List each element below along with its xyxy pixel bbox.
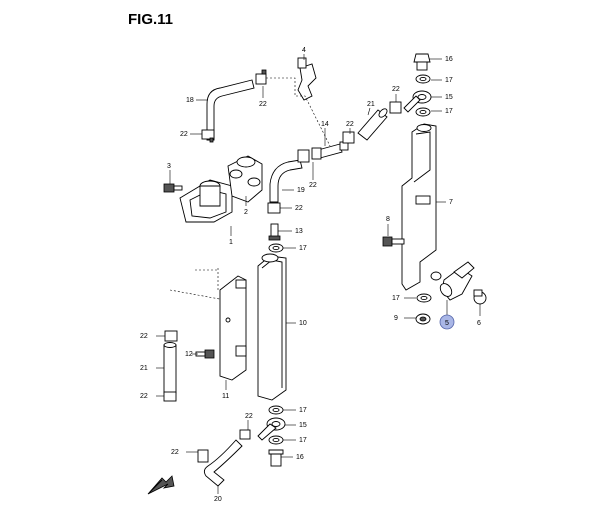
callout-8[interactable]: 8 — [386, 216, 390, 223]
callout-17-f[interactable]: 17 — [392, 295, 400, 302]
part-22-clamp-d[interactable] — [342, 131, 355, 144]
callout-22-f[interactable]: 22 — [295, 205, 303, 212]
callout-22-g[interactable]: 22 — [140, 333, 148, 340]
callout-9[interactable]: 9 — [394, 315, 398, 322]
part-16-bolt-lower[interactable] — [268, 449, 284, 467]
part-5-injector[interactable] — [438, 261, 475, 301]
callout-1[interactable]: 1 — [229, 239, 233, 246]
part-3-bolt[interactable] — [163, 183, 183, 193]
part-22-clamp-i[interactable] — [163, 391, 177, 402]
part-22-clamp-j[interactable] — [197, 449, 209, 463]
part-17-washer-e[interactable] — [415, 107, 431, 117]
part-21-hose-upper[interactable] — [357, 107, 389, 141]
part-15-banjo-upper[interactable] — [403, 90, 432, 113]
callout-15-a[interactable]: 15 — [445, 94, 453, 101]
callout-6[interactable]: 6 — [477, 320, 481, 327]
callout-17-a[interactable]: 17 — [445, 77, 453, 84]
callout-20[interactable]: 20 — [214, 496, 222, 503]
part-17-washer-d[interactable] — [415, 74, 431, 84]
callout-21-b[interactable]: 21 — [140, 365, 148, 372]
front-arrow-icon — [147, 475, 175, 495]
part-7-fuel-rail[interactable] — [401, 123, 437, 291]
part-4-fitting[interactable] — [297, 57, 317, 101]
part-17-washer-a[interactable] — [268, 243, 284, 253]
figure-title: FIG.11 — [128, 11, 173, 28]
part-22-clamp-f[interactable] — [297, 149, 310, 163]
callout-labels: 18 22 22 4 14 22 22 21 22 16 17 15 17 7 … — [140, 47, 481, 503]
part-22-clamp-g[interactable] — [267, 202, 281, 214]
callout-22-e[interactable]: 22 — [392, 86, 400, 93]
callout-16-b[interactable]: 16 — [296, 454, 304, 461]
callout-22-i[interactable]: 22 — [245, 413, 253, 420]
callout-14[interactable]: 14 — [321, 121, 329, 128]
callout-17-b[interactable]: 17 — [445, 108, 453, 115]
callout-7[interactable]: 7 — [449, 199, 453, 206]
part-15-banjo-lower[interactable] — [257, 417, 286, 441]
callout-22-b[interactable]: 22 — [259, 101, 267, 108]
part-20-hose[interactable] — [203, 439, 243, 487]
callout-5-highlight — [439, 314, 455, 330]
part-11-bracket[interactable] — [219, 275, 247, 381]
callout-4[interactable]: 4 — [302, 47, 306, 54]
callout-16-a[interactable]: 16 — [445, 56, 453, 63]
part-8-bolt[interactable] — [382, 236, 405, 247]
leader-lines — [156, 54, 481, 494]
callout-17-d[interactable]: 17 — [299, 407, 307, 414]
callout-10[interactable]: 10 — [299, 320, 307, 327]
part-14-fitting[interactable] — [317, 141, 349, 159]
part-17-washer-b[interactable] — [268, 405, 284, 415]
callout-12[interactable]: 12 — [185, 351, 193, 358]
part-22-clamp-a[interactable] — [255, 69, 267, 85]
part-22-clamp-b[interactable] — [201, 129, 215, 143]
part-12-bolt[interactable] — [195, 349, 215, 359]
routing-line-top — [266, 77, 331, 147]
callout-19[interactable]: 19 — [297, 187, 305, 194]
part-17-washer-c[interactable] — [268, 435, 284, 445]
callout-21-a[interactable]: 21 — [367, 101, 375, 108]
part-1-throttle-body[interactable] — [179, 179, 233, 223]
part-6-cap[interactable] — [473, 289, 487, 305]
callout-18[interactable]: 18 — [186, 97, 194, 104]
callout-22-h[interactable]: 22 — [140, 393, 148, 400]
callout-3[interactable]: 3 — [167, 163, 171, 170]
callout-17-c[interactable]: 17 — [299, 245, 307, 252]
callout-13[interactable]: 13 — [295, 228, 303, 235]
part-9-oring[interactable] — [415, 313, 431, 325]
callout-22-c[interactable]: 22 — [309, 182, 317, 189]
part-18-hose[interactable] — [206, 79, 255, 141]
part-22-clamp-k[interactable] — [239, 429, 251, 440]
part-16-bolt-upper[interactable] — [413, 53, 431, 71]
callout-11[interactable]: 11 — [222, 393, 229, 400]
callout-17-e[interactable]: 17 — [299, 437, 307, 444]
part-22-clamp-e[interactable] — [389, 101, 402, 114]
part-oring-small[interactable] — [430, 271, 442, 281]
part-22-clamp-h[interactable] — [164, 330, 178, 342]
callout-2[interactable]: 2 — [244, 209, 248, 216]
callout-5[interactable]: 5 — [445, 320, 449, 327]
callout-22-a[interactable]: 22 — [180, 131, 188, 138]
part-21-hose-lower[interactable] — [163, 342, 177, 394]
part-22-clamp-c[interactable] — [311, 147, 322, 160]
part-13-bolt[interactable] — [268, 223, 281, 241]
callout-22-j[interactable]: 22 — [171, 449, 179, 456]
routing-line-left — [169, 268, 226, 301]
callout-22-d[interactable]: 22 — [346, 121, 354, 128]
part-10-fuel-rail[interactable] — [257, 253, 287, 401]
callout-15-b[interactable]: 15 — [299, 422, 307, 429]
part-19-hose[interactable] — [269, 159, 303, 203]
part-2-intake-boot[interactable] — [227, 155, 263, 203]
part-17-washer-f[interactable] — [416, 293, 432, 303]
